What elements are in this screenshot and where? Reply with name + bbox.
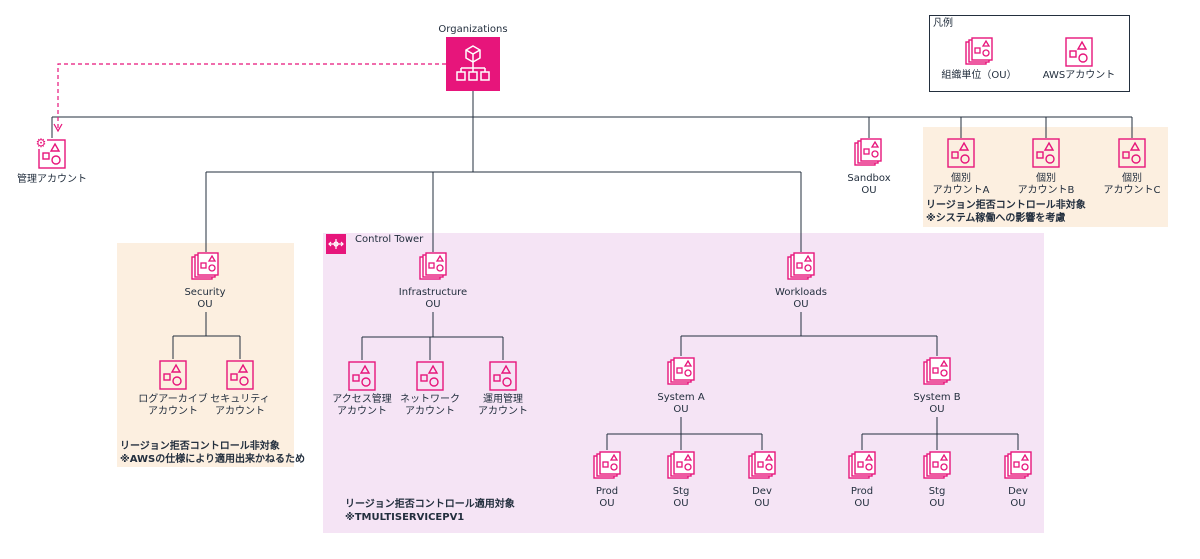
security-account-label: セキュリティアカウント (210, 394, 270, 417)
security-note: リージョン拒否コントロール非対象※AWSの仕様により適用出来かねるため (120, 441, 306, 465)
security-ou-icon (191, 252, 219, 282)
management-account-label: 管理アカウント (17, 174, 87, 185)
legend-ou-icon (965, 37, 993, 67)
individual-account-c-label: 個別アカウントC (1103, 173, 1161, 196)
system-b-dev-ou-icon (1004, 451, 1032, 481)
network-account-icon (416, 361, 444, 391)
system-b-prod-ou-icon (848, 451, 876, 481)
access-management-account-label: アクセス管理アカウント (332, 394, 392, 417)
control-tower-icon (326, 234, 346, 254)
system-a-dev-ou-icon (748, 451, 776, 481)
management-gear-icon: ⚙ (35, 136, 47, 150)
system-a-stg-ou-icon (667, 451, 695, 481)
security-account-icon (226, 360, 254, 390)
access-management-account-icon (348, 361, 376, 391)
individual-account-c-icon (1118, 138, 1146, 168)
operations-management-account-label: 運用管理アカウント (478, 394, 528, 417)
individual-account-b-label: 個別アカウントB (1017, 173, 1075, 196)
legend-account-label: AWSアカウント (1042, 70, 1116, 81)
organizations-icon (446, 37, 500, 91)
system-b-ou-icon (923, 357, 951, 387)
operations-management-account-icon (489, 361, 517, 391)
legend (929, 15, 1130, 92)
security-region (117, 243, 294, 467)
system-a-prod-ou-icon (593, 451, 621, 481)
system-b-stg-ou-icon (923, 451, 951, 481)
management-dashed-arrow (53, 63, 446, 133)
individual-account-a-icon (947, 138, 975, 168)
management-account-icon (38, 139, 66, 169)
workloads-ou-icon (787, 252, 815, 282)
individual-account-b-icon (1032, 138, 1060, 168)
sandbox-ou-icon (854, 138, 882, 168)
individual-accounts-note: リージョン拒否コントロール非対象※システム稼働への影響を考慮 (926, 200, 1086, 224)
individual-account-a-label: 個別アカウントA (932, 173, 990, 196)
system-a-ou-icon (667, 357, 695, 387)
legend-title: 凡例 (933, 18, 953, 29)
control-tower-note: リージョン拒否コントロール適用対象※TMULTISERVICEPV1 (345, 499, 515, 523)
organizations-label: Organizations (438, 24, 508, 35)
network-account-label: ネットワークアカウント (400, 394, 460, 417)
infrastructure-ou-icon (419, 252, 447, 282)
log-archive-account-icon (159, 360, 187, 390)
control-tower-label: Control Tower (355, 234, 424, 245)
legend-ou-label: 組織単位（OU） (941, 70, 1017, 81)
log-archive-account-label: ログアーカイブアカウント (138, 394, 208, 417)
legend-account-icon (1065, 37, 1093, 67)
